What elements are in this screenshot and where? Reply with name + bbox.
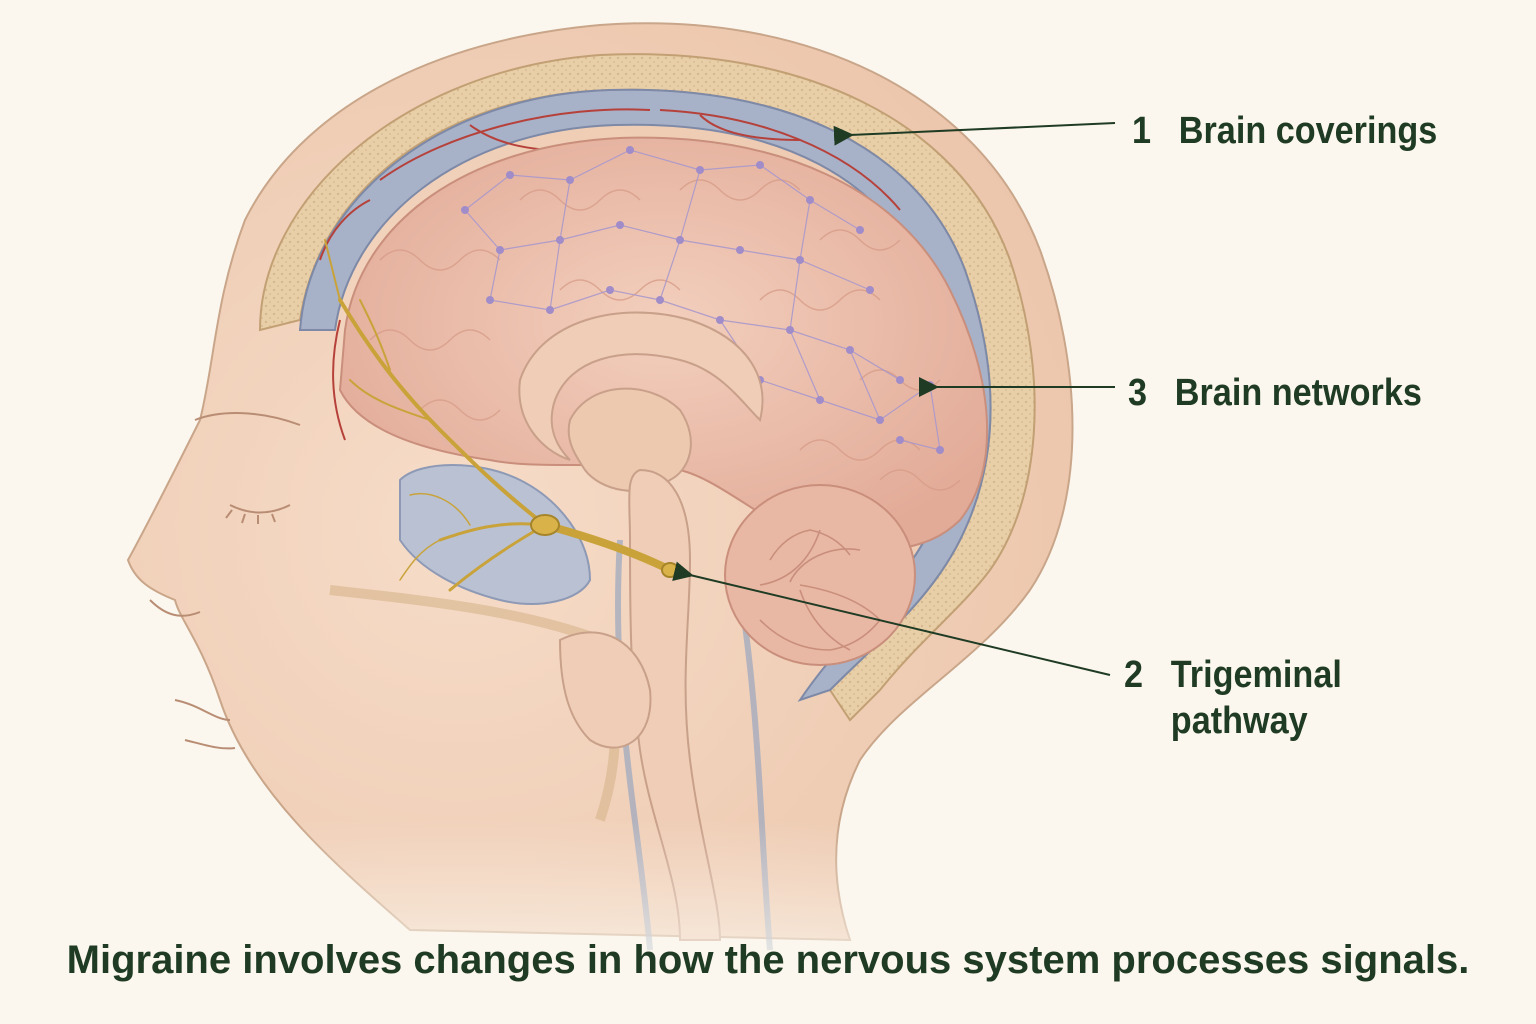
caption: Migraine involves changes in how the ner…	[66, 938, 1470, 982]
label-number: 1	[1132, 110, 1152, 152]
trigeminal-nerve	[324, 239, 674, 592]
cerebellum	[724, 484, 916, 666]
label-text: Trigeminal	[1170, 654, 1342, 696]
label-text-line2: pathway	[1170, 700, 1308, 742]
label-brain-coverings: 1 Brain coverings	[1132, 108, 1437, 154]
label-number: 2	[1124, 654, 1144, 696]
trigeminal-ganglion	[530, 514, 560, 536]
meninges-layer	[298, 88, 992, 702]
label-text: Brain networks	[1174, 372, 1422, 414]
corpus-callosum	[518, 311, 764, 461]
label-number: 3	[1128, 372, 1148, 414]
label-text: Brain coverings	[1178, 110, 1438, 152]
ear	[558, 631, 652, 749]
cerebellum-arbor	[759, 529, 881, 651]
leader-line-1	[833, 122, 1116, 146]
thalamus	[567, 387, 692, 492]
label-brain-networks: 3 Brain networks	[1128, 370, 1422, 416]
face-features	[149, 412, 301, 750]
leader-line-2	[672, 561, 1111, 676]
nerve-root	[661, 562, 679, 578]
